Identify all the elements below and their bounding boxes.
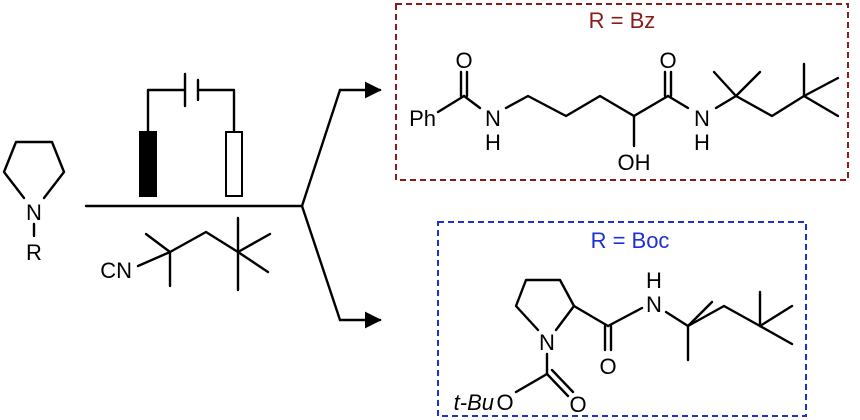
bz-box-title: R = Bz bbox=[589, 8, 656, 33]
boc-box-title: R = Boc bbox=[591, 228, 670, 253]
boc-h-atom: H bbox=[646, 268, 662, 293]
quaternary-methyl-2 bbox=[734, 70, 762, 98]
boc-c-oester-bond bbox=[514, 372, 549, 394]
boc-ring-bonds bbox=[514, 278, 576, 332]
amide-c-n-bond bbox=[606, 306, 644, 328]
pyrrolidine-ring-bonds bbox=[2, 140, 66, 200]
reactant-n-atom: N bbox=[26, 200, 42, 225]
tbu-methyl-b bbox=[758, 304, 794, 328]
bz-o1-atom: O bbox=[455, 48, 472, 73]
reaction-arrow bbox=[84, 81, 382, 329]
electrode-wire-right bbox=[196, 88, 236, 134]
amide-n-c-bond bbox=[664, 310, 690, 328]
lower-branch-line bbox=[300, 204, 342, 322]
reactant-r-label: R bbox=[26, 240, 42, 265]
carbon-anode bbox=[139, 131, 157, 197]
tbu-methyl-b bbox=[802, 94, 840, 118]
tbu-methyl-c bbox=[758, 324, 794, 346]
boc-amide-o-atom: O bbox=[599, 354, 616, 379]
reactant-pyrrolidine: N R bbox=[2, 140, 66, 265]
co-n1-bond bbox=[462, 94, 482, 110]
boc-box-border bbox=[437, 221, 807, 417]
bz-ph-label: Ph bbox=[409, 106, 436, 131]
boc-carbonyl-o-atom: O bbox=[569, 392, 586, 417]
bz-o2-atom: O bbox=[659, 48, 676, 73]
boc-c-o-double-2 bbox=[550, 368, 575, 394]
platinum-cathode bbox=[225, 131, 243, 197]
boc-amide-n-atom: N bbox=[646, 292, 662, 317]
reagent-cn-label: CN bbox=[100, 258, 132, 283]
neopentyl-bonds bbox=[734, 94, 806, 118]
bz-h1-atom: H bbox=[485, 130, 501, 155]
chain-bonds bbox=[168, 230, 240, 254]
tbutyl-methyl-2 bbox=[236, 232, 272, 254]
ph-co-bond bbox=[436, 94, 466, 114]
boc-c-o-double-1 bbox=[545, 372, 570, 398]
quaternary-methyl-up bbox=[686, 300, 714, 328]
boc-tbu-label: t-Bu bbox=[454, 390, 494, 415]
quaternary-methyl-up bbox=[144, 232, 172, 254]
electrode-wire-left bbox=[146, 88, 187, 134]
bz-oh-label: OH bbox=[618, 150, 651, 175]
tbutyl-methyl-4 bbox=[236, 250, 270, 274]
product-box-bz: R = Bz O O Ph N H N H OH bbox=[395, 3, 849, 181]
electrolysis-cell-icon bbox=[139, 72, 243, 197]
boc-ester-o-atom: O bbox=[496, 390, 513, 415]
n2-c-bond bbox=[714, 94, 738, 110]
reagent-isocyanide: CN bbox=[100, 216, 272, 292]
tbu-methyl-c bbox=[802, 76, 840, 98]
bz-h2-atom: H bbox=[694, 130, 710, 155]
bz-n2-atom: N bbox=[694, 106, 710, 131]
neopentyl-bonds bbox=[686, 304, 762, 328]
upper-branch-line bbox=[300, 88, 342, 208]
bz-n1-atom: N bbox=[485, 106, 501, 131]
ring-c2-amide-bond bbox=[572, 304, 610, 328]
product-box-boc: R = Boc H N N O t-Bu O O bbox=[437, 221, 807, 417]
bz-box-border bbox=[395, 3, 849, 181]
co-n2-bond bbox=[666, 94, 690, 110]
cn-bond bbox=[136, 250, 172, 268]
boc-ring-n-atom: N bbox=[539, 330, 555, 355]
quaternary-methyl-1 bbox=[712, 70, 738, 98]
pentyl-chain-bonds bbox=[504, 94, 670, 118]
